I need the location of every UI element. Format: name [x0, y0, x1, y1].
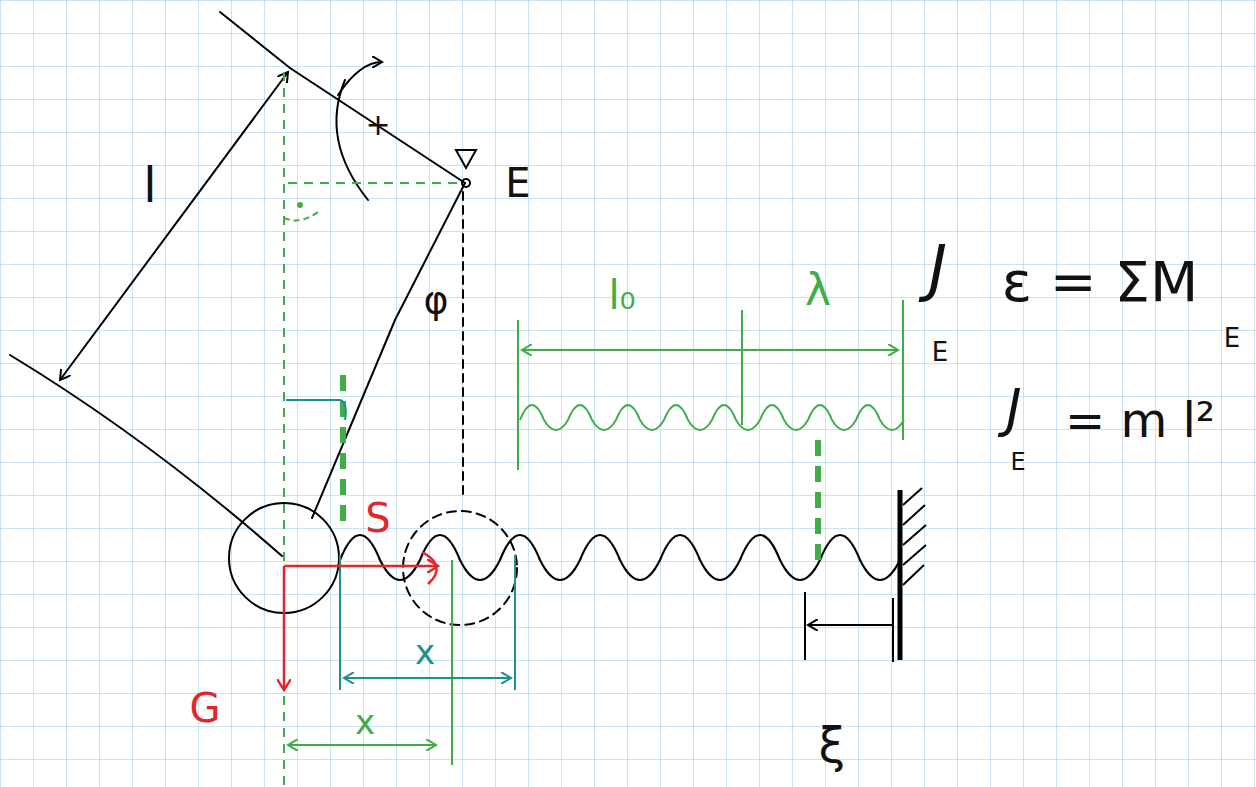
green-construction [284, 72, 904, 787]
sketch-label: x [355, 705, 375, 739]
sketch-label: λ [805, 268, 831, 312]
sketch-label: E [932, 339, 948, 365]
sketch-label: G [190, 688, 221, 728]
sketch-label: J [929, 237, 947, 299]
sketch-label: ξ [819, 721, 846, 769]
sketch-label: + [365, 110, 390, 140]
sketch-label: x [415, 635, 435, 669]
sketch-label: l₀ [608, 275, 635, 315]
wall-support [805, 488, 926, 662]
sketch-label: ε = ΣM [1002, 254, 1199, 310]
sketch-label: J [1006, 382, 1021, 434]
sketch-label: φ [423, 281, 448, 319]
sketch-label: E [1224, 325, 1240, 351]
sketch-label: E [505, 163, 530, 203]
force-vectors [284, 552, 438, 690]
sketch-label: = m l² [1065, 396, 1215, 444]
pendulum [10, 12, 517, 625]
sketch-label: E [1010, 450, 1025, 474]
sketch-label: l [143, 161, 156, 209]
teal-dimension [286, 400, 515, 690]
sketch-label: S [365, 498, 390, 538]
